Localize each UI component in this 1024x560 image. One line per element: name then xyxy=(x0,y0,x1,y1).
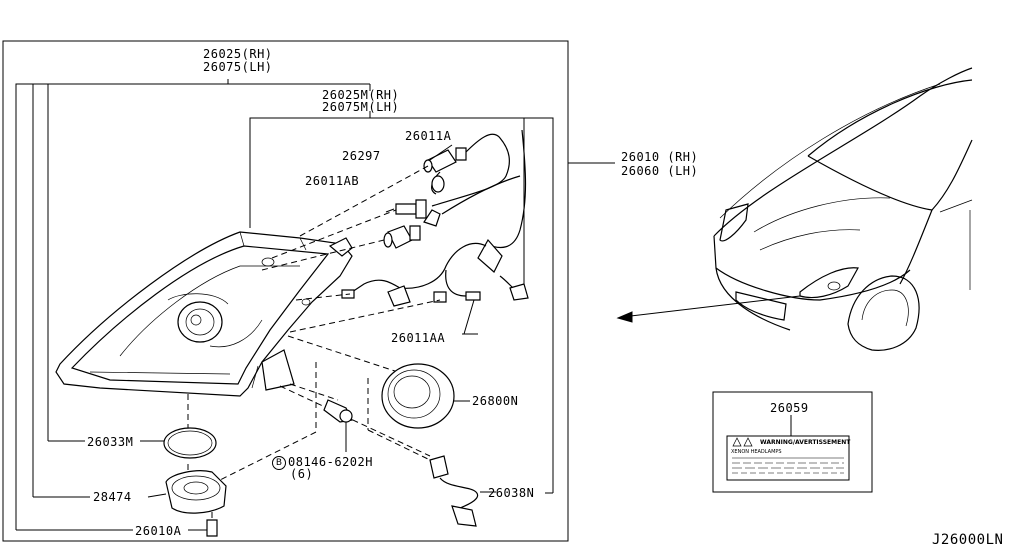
main-frame xyxy=(3,41,568,541)
label-26800n: 26800N xyxy=(472,394,519,408)
label-box xyxy=(713,392,872,492)
cover-26800n xyxy=(382,364,470,428)
label-26025-rh: 26025(RH) xyxy=(203,47,273,61)
bracket-26025m xyxy=(250,118,553,493)
label-26033m: 26033M xyxy=(87,435,134,449)
label-28474: 28474 xyxy=(93,490,132,504)
diagram-code: J26000LN xyxy=(932,532,1004,548)
bracket-26025 xyxy=(16,79,228,530)
label-26038n: 26038N xyxy=(488,486,535,500)
label-26010a: 26010A xyxy=(135,524,182,538)
label-26059: 26059 xyxy=(770,401,809,415)
car-illustration xyxy=(714,68,972,350)
screw-26010a xyxy=(188,520,217,536)
label-26060-lh: 26060 (LH) xyxy=(621,164,699,178)
label-26025m-rh: 26025M(RH) xyxy=(322,88,400,102)
warning-sticker xyxy=(727,436,849,480)
bolt-symbol-b: B xyxy=(272,456,286,470)
ballast-28474 xyxy=(148,471,226,513)
cord-26038n xyxy=(430,456,496,526)
sticker-warning-text: WARNING/AVERTISSEMENT xyxy=(760,439,851,446)
label-26075m-lh: 26075M(LH) xyxy=(322,100,400,114)
label-08146-6202h: 08146-6202H xyxy=(288,455,373,469)
pointer-arrow xyxy=(622,296,800,317)
headlamp-assembly xyxy=(56,232,352,396)
label-26075-lh: 26075(LH) xyxy=(203,60,273,74)
label-bolt-qty: (6) xyxy=(290,467,314,481)
label-26011ab: 26011AB xyxy=(305,174,360,188)
gasket-26033m xyxy=(164,428,216,458)
bulbs xyxy=(384,145,480,300)
bolt-08146 xyxy=(324,400,352,452)
label-26011aa: 26011AA xyxy=(391,331,446,345)
sticker-subtitle: XENON HEADLAMPS xyxy=(731,449,782,455)
label-26297: 26297 xyxy=(342,149,381,163)
label-26010-rh: 26010 (RH) xyxy=(621,150,699,164)
label-26011a: 26011A xyxy=(405,129,452,143)
